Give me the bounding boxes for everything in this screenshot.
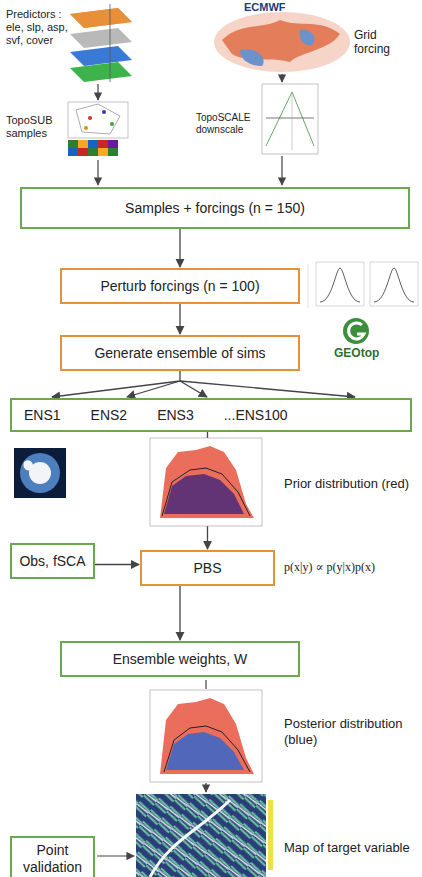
node-text: ENS1 <box>24 407 61 424</box>
toposub-plot <box>68 102 128 156</box>
text-label: GEOtop <box>334 346 404 360</box>
connector-segment <box>52 381 180 397</box>
data-box: ENS1 ENS2 ENS3 ...ENS100 <box>10 398 412 432</box>
perturbation-plots <box>308 262 418 308</box>
node-text: Samples + forcings (n = 150) <box>125 200 305 217</box>
connector-segment <box>127 381 180 397</box>
text-label: Posterior distribution (blue) <box>284 716 412 747</box>
text-label: Map of target variable <box>284 840 412 856</box>
text-label: p(x|y) ∝ p(y|x)p(x) <box>284 560 418 574</box>
connector-segment <box>179 304 180 334</box>
text-label: Grid forcing <box>354 28 416 57</box>
connector-segment <box>179 229 180 267</box>
data-box: Ensemble weights, W <box>60 641 300 677</box>
text-label: ECMWF <box>244 1 324 14</box>
node-text: ENS2 <box>91 407 128 424</box>
text-label: Predictors : ele, slp, asp, svf, cover <box>6 8 68 48</box>
node-text: Ensemble weights, W <box>113 651 248 668</box>
node-text: ...ENS100 <box>224 407 288 424</box>
arrow-connector <box>180 586 181 640</box>
connector-segment <box>180 381 355 397</box>
text-label: TopoSCALE downscale <box>196 112 260 136</box>
node-text: Generate ensemble of sims <box>94 345 265 362</box>
satellite-image <box>14 448 66 498</box>
toposcale-plot <box>262 84 318 154</box>
process-box: Perturb forcings (n = 100) <box>60 268 300 304</box>
node-text: Point validation <box>18 842 87 876</box>
posterior-chart <box>150 690 262 782</box>
geotop-logo <box>343 318 369 344</box>
arrow-connector <box>180 229 181 267</box>
connector-segment <box>179 371 180 381</box>
target-map <box>136 794 273 877</box>
data-box: Point validation <box>10 836 95 877</box>
node-text: Perturb forcings (n = 100) <box>100 278 259 295</box>
process-box: Generate ensemble of sims <box>60 335 300 371</box>
grid-forcing-map <box>214 12 350 72</box>
connector-segment <box>179 586 180 640</box>
process-box: PBS <box>140 550 275 586</box>
prior-chart <box>150 438 262 526</box>
data-box: Samples + forcings (n = 150) <box>20 187 410 229</box>
node-text: Obs, fSCA <box>19 553 85 570</box>
arrow-connector <box>52 371 355 397</box>
connector-segment <box>95 564 139 565</box>
node-text: PBS <box>193 560 221 577</box>
arrow-connector <box>95 564 139 565</box>
text-label: Prior distribution (red) <box>284 476 412 492</box>
arrow-connector <box>180 304 181 334</box>
data-box: Obs, fSCA <box>10 543 95 579</box>
predictor-layers <box>70 4 132 82</box>
node-text: ENS3 <box>157 407 194 424</box>
text-label: TopoSUB samples <box>6 114 66 140</box>
